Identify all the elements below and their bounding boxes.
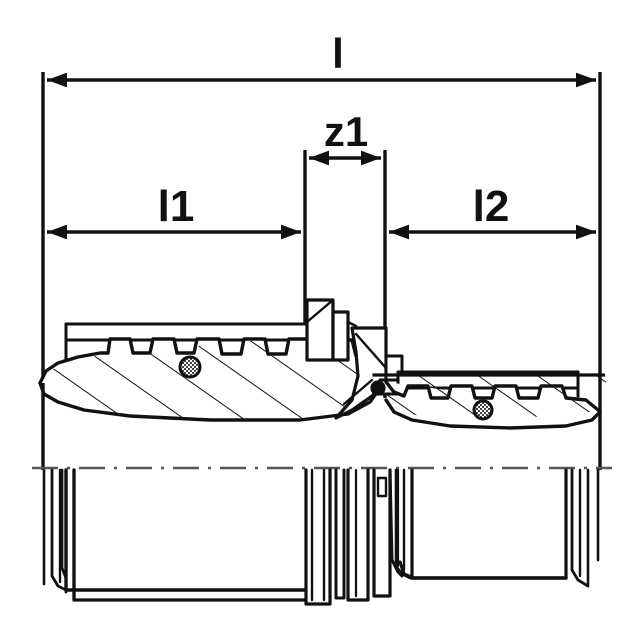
fitting-upper-section: [38, 298, 608, 430]
right-section-hatching: [372, 373, 608, 418]
fitting-lower-outline: [42, 468, 600, 606]
center-transition-body: [334, 326, 388, 420]
dimension-label-layer: l z1 l1 l2: [158, 30, 510, 231]
center-collar-lower: [304, 468, 392, 606]
right-sealing-ring: [472, 399, 494, 421]
center-stop-collar: [305, 298, 358, 362]
dimension-label-l1: l1: [158, 182, 195, 231]
left-sleeve-outline: [60, 468, 308, 602]
right-body-lower-outline: [384, 398, 602, 430]
dimension-label-l2: l2: [473, 182, 510, 231]
right-pipe-end: [570, 468, 600, 588]
dimension-layer: [41, 72, 602, 470]
right-sleeve-outline: [388, 468, 568, 580]
dimension-label-l: l: [332, 30, 344, 77]
left-sealing-ring: [178, 355, 202, 379]
dimension-label-z1: z1: [324, 108, 368, 155]
